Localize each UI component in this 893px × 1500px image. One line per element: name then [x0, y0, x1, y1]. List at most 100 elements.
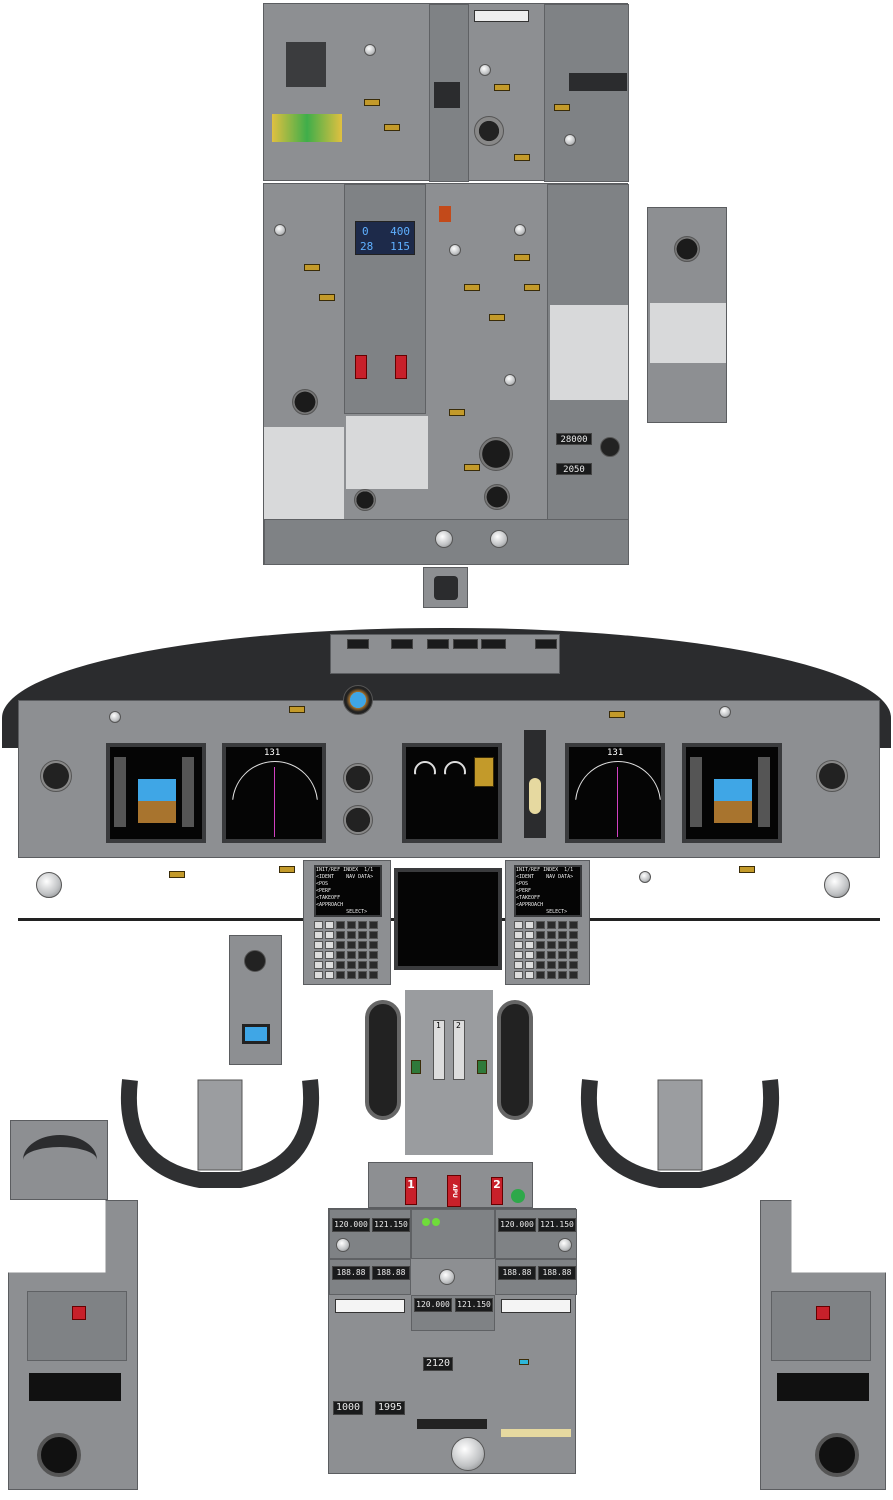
cdu-key[interactable]	[347, 971, 356, 979]
cdu-key[interactable]	[325, 951, 334, 959]
fire-test-switch[interactable]	[511, 1189, 525, 1203]
oxygen-mask-left[interactable]	[36, 872, 62, 898]
rotary-knob[interactable]	[639, 871, 651, 883]
cdu-key[interactable]	[358, 951, 367, 959]
cdu-key[interactable]	[336, 951, 345, 959]
oxygen-mask-right[interactable]	[824, 872, 850, 898]
wx-radar-knob[interactable]	[439, 1269, 455, 1285]
rotary-knob[interactable]	[719, 706, 731, 718]
stab-trim-wheel-left[interactable]	[365, 1000, 401, 1120]
cdu-key[interactable]	[336, 921, 345, 929]
cdu-key[interactable]	[525, 951, 534, 959]
cdu-key[interactable]	[547, 921, 556, 929]
stab-trim-selector[interactable]	[451, 1437, 485, 1471]
audio-selector-left[interactable]	[335, 1299, 405, 1313]
cdu-key[interactable]	[314, 921, 323, 929]
cdu-key[interactable]	[525, 941, 534, 949]
cdu-key[interactable]	[369, 951, 378, 959]
cdu-key[interactable]	[536, 961, 545, 969]
yoke-right-handle[interactable]	[580, 1079, 780, 1188]
guarded-switch-right[interactable]	[395, 355, 407, 379]
cdu-key[interactable]	[347, 941, 356, 949]
audio-selector-right[interactable]	[501, 1299, 571, 1313]
cdu-key[interactable]	[358, 971, 367, 979]
rotary-knob[interactable]	[564, 134, 576, 146]
cdu-key[interactable]	[558, 931, 567, 939]
cdu-key[interactable]	[369, 941, 378, 949]
engine-start-switch-1[interactable]	[435, 530, 453, 548]
rotary-knob[interactable]	[514, 224, 526, 236]
cdu-right-line[interactable]: <PERF	[516, 888, 532, 894]
cdu-key[interactable]	[569, 921, 578, 929]
cdu-key[interactable]	[347, 951, 356, 959]
cdu-key[interactable]	[525, 961, 534, 969]
cdu-key[interactable]	[536, 931, 545, 939]
flight-recorder-test[interactable]	[569, 73, 627, 91]
cdu-key[interactable]	[547, 941, 556, 949]
cdu-key[interactable]	[347, 921, 356, 929]
thrust-lever-2[interactable]: 2	[453, 1020, 465, 1080]
cdu-key[interactable]	[369, 961, 378, 969]
cdu-key[interactable]	[547, 971, 556, 979]
cdu-right-line[interactable]: <IDENT NAV DATA>	[516, 874, 574, 880]
cdu-key[interactable]	[336, 971, 345, 979]
cdu-key[interactable]	[525, 921, 534, 929]
cdu-key[interactable]	[536, 941, 545, 949]
rotary-knob[interactable]	[109, 711, 121, 723]
cdu-key[interactable]	[558, 971, 567, 979]
cdu-key[interactable]	[536, 951, 545, 959]
cdu-left-line[interactable]: <TAKEOFF	[316, 895, 341, 901]
yoke-left-handle[interactable]	[120, 1079, 320, 1188]
cdu-key[interactable]	[569, 931, 578, 939]
cdu-key[interactable]	[547, 961, 556, 969]
rotary-knob[interactable]	[274, 224, 286, 236]
cdu-right-line[interactable]: <APPROACH	[516, 902, 544, 908]
engine-start-switch-2[interactable]	[490, 530, 508, 548]
cdu-left-line[interactable]: <APPROACH	[316, 902, 344, 908]
cdu-key[interactable]	[514, 951, 523, 959]
cdu-key[interactable]	[525, 931, 534, 939]
cdu-key[interactable]	[358, 931, 367, 939]
vhf-left-tune-knob[interactable]	[336, 1238, 350, 1252]
cdu-key[interactable]	[525, 971, 534, 979]
cdu-key[interactable]	[336, 941, 345, 949]
cdu-key[interactable]	[569, 961, 578, 969]
oxygen-mask-release-left[interactable]	[72, 1306, 86, 1320]
cdu-key[interactable]	[369, 971, 378, 979]
rotary-knob[interactable]	[479, 64, 491, 76]
cdu-key[interactable]	[314, 931, 323, 939]
cdu-left-line[interactable]: SELECT>	[316, 909, 368, 915]
nosewheel-tiller[interactable]	[23, 1135, 97, 1185]
stab-trim-wheel-right[interactable]	[497, 1000, 533, 1120]
yoke-left[interactable]	[110, 1065, 330, 1195]
thrust-lever-1[interactable]: 1	[433, 1020, 445, 1080]
rotary-knob[interactable]	[364, 44, 376, 56]
cdu-key[interactable]	[569, 971, 578, 979]
cdu-key[interactable]	[369, 921, 378, 929]
cdu-key[interactable]	[314, 961, 323, 969]
cdu-right-line[interactable]: SELECT>	[516, 909, 568, 915]
cdu-key[interactable]	[558, 941, 567, 949]
cdu-key[interactable]	[347, 961, 356, 969]
cdu-left-line[interactable]: <POS	[316, 881, 329, 887]
service-interphone-switch[interactable]	[434, 82, 460, 108]
cdu-key[interactable]	[336, 931, 345, 939]
cdu-key[interactable]	[325, 961, 334, 969]
cdu-key[interactable]	[547, 951, 556, 959]
cdu-key[interactable]	[314, 951, 323, 959]
cdu-key[interactable]	[325, 931, 334, 939]
cdu-key[interactable]	[314, 971, 323, 979]
yoke-right[interactable]	[570, 1065, 790, 1195]
cdu-key[interactable]	[569, 951, 578, 959]
cdu-key[interactable]	[514, 921, 523, 929]
cdu-key[interactable]	[347, 931, 356, 939]
landing-gear-lever[interactable]	[529, 778, 541, 814]
fire-handle-1[interactable]: 1	[405, 1177, 417, 1205]
standby-power-guard[interactable]	[439, 206, 451, 222]
cdu-key[interactable]	[325, 971, 334, 979]
cdu-key[interactable]	[514, 971, 523, 979]
cdu-key[interactable]	[358, 941, 367, 949]
side-knob[interactable]	[244, 950, 266, 972]
oxygen-mask-release-right[interactable]	[816, 1306, 830, 1320]
guarded-switch-left[interactable]	[355, 355, 367, 379]
